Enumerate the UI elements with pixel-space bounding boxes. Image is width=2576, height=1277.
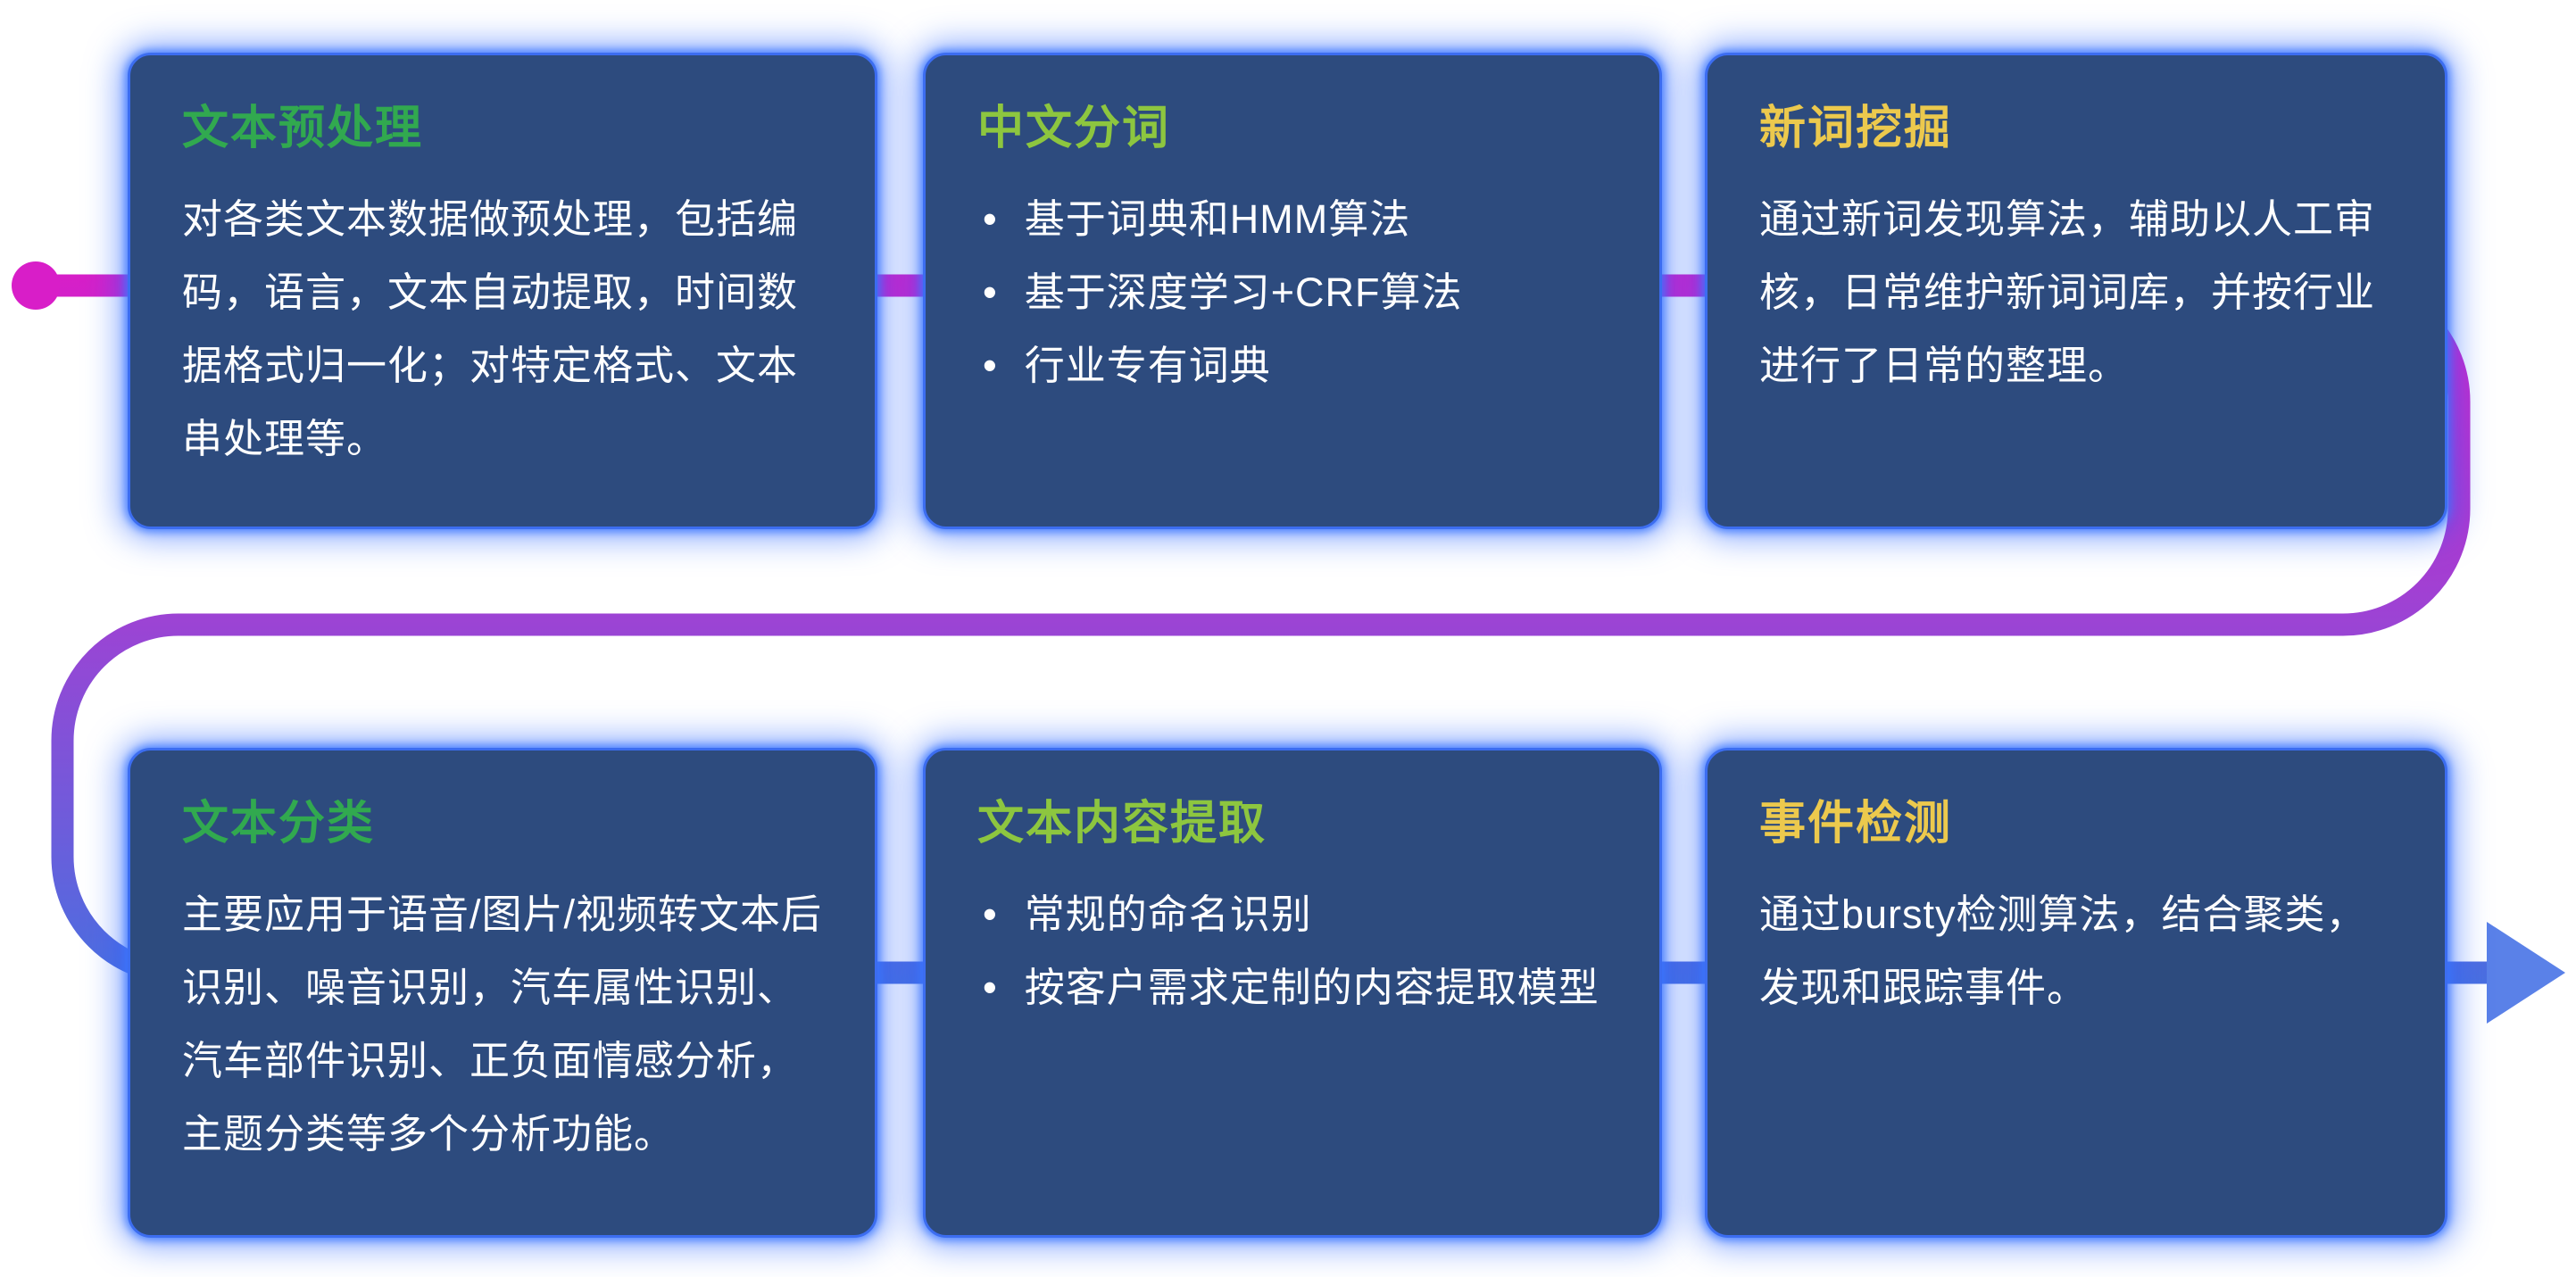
flow-start-dot-icon [12, 261, 60, 310]
card-text-preprocessing: 文本预处理 对各类文本数据做预处理，包括编码，语言，文本自动提取，时间数据格式归… [128, 53, 877, 529]
bullet-text: 行业专有词典 [1024, 342, 1271, 388]
card-title: 事件检测 [1759, 798, 1953, 850]
bullet-icon: • [983, 196, 998, 242]
card-title: 文本预处理 [182, 103, 424, 154]
card-event-detection: 事件检测 通过bursty检测算法，结合聚类，发现和跟踪事件。 [1705, 748, 2447, 1238]
card-body: 通过新词发现算法，辅助以人工审核，日常维护新词词库，并按行业进行了日常的整理。 [1759, 196, 2376, 388]
card-text-content-extraction: 文本内容提取 • 常规的命名识别 • 按客户需求定制的内容提取模型 [923, 748, 1662, 1238]
bullet-item: • 行业专有词典 [977, 329, 1608, 402]
card-title: 中文分词 [977, 103, 1171, 154]
card-chinese-word-segmentation: 中文分词 • 基于词典和HMM算法 • 基于深度学习+CRF算法 • 行业专有词… [923, 53, 1662, 529]
card-new-word-mining: 新词挖掘 通过新词发现算法，辅助以人工审核，日常维护新词词库，并按行业进行了日常… [1705, 53, 2447, 529]
card-bullet-list: • 基于词典和HMM算法 • 基于深度学习+CRF算法 • 行业专有词典 [977, 183, 1608, 402]
card-body: 通过bursty检测算法，结合聚类，发现和跟踪事件。 [1759, 891, 2367, 1010]
bullet-icon: • [983, 342, 998, 388]
card-title: 新词挖掘 [1759, 103, 1953, 154]
bullet-item: • 基于深度学习+CRF算法 [977, 256, 1608, 329]
bullet-item: • 常规的命名识别 [977, 878, 1608, 951]
bullet-text: 常规的命名识别 [1024, 891, 1312, 937]
bullet-item: • 基于词典和HMM算法 [977, 183, 1608, 256]
card-title: 文本内容提取 [977, 798, 1267, 850]
bullet-text: 基于词典和HMM算法 [1024, 196, 1411, 242]
card-title: 文本分类 [182, 798, 376, 850]
card-text-classification: 文本分类 主要应用于语音/图片/视频转文本后识别、噪音识别，汽车属性识别、汽车部… [128, 748, 877, 1238]
card-body: 主要应用于语音/图片/视频转文本后识别、噪音识别，汽车属性识别、汽车部件识别、正… [182, 891, 823, 1157]
bullet-item: • 按客户需求定制的内容提取模型 [977, 951, 1608, 1024]
bullet-icon: • [983, 891, 998, 937]
bullet-icon: • [983, 964, 998, 1010]
card-body: 对各类文本数据做预处理，包括编码，语言，文本自动提取，时间数据格式归一化；对特定… [182, 196, 799, 461]
bullet-text: 基于深度学习+CRF算法 [1024, 269, 1463, 315]
card-bullet-list: • 常规的命名识别 • 按客户需求定制的内容提取模型 [977, 878, 1608, 1024]
flow-arrow-icon [2487, 922, 2565, 1024]
bullet-text: 按客户需求定制的内容提取模型 [1024, 964, 1600, 1010]
bullet-icon: • [983, 269, 998, 315]
